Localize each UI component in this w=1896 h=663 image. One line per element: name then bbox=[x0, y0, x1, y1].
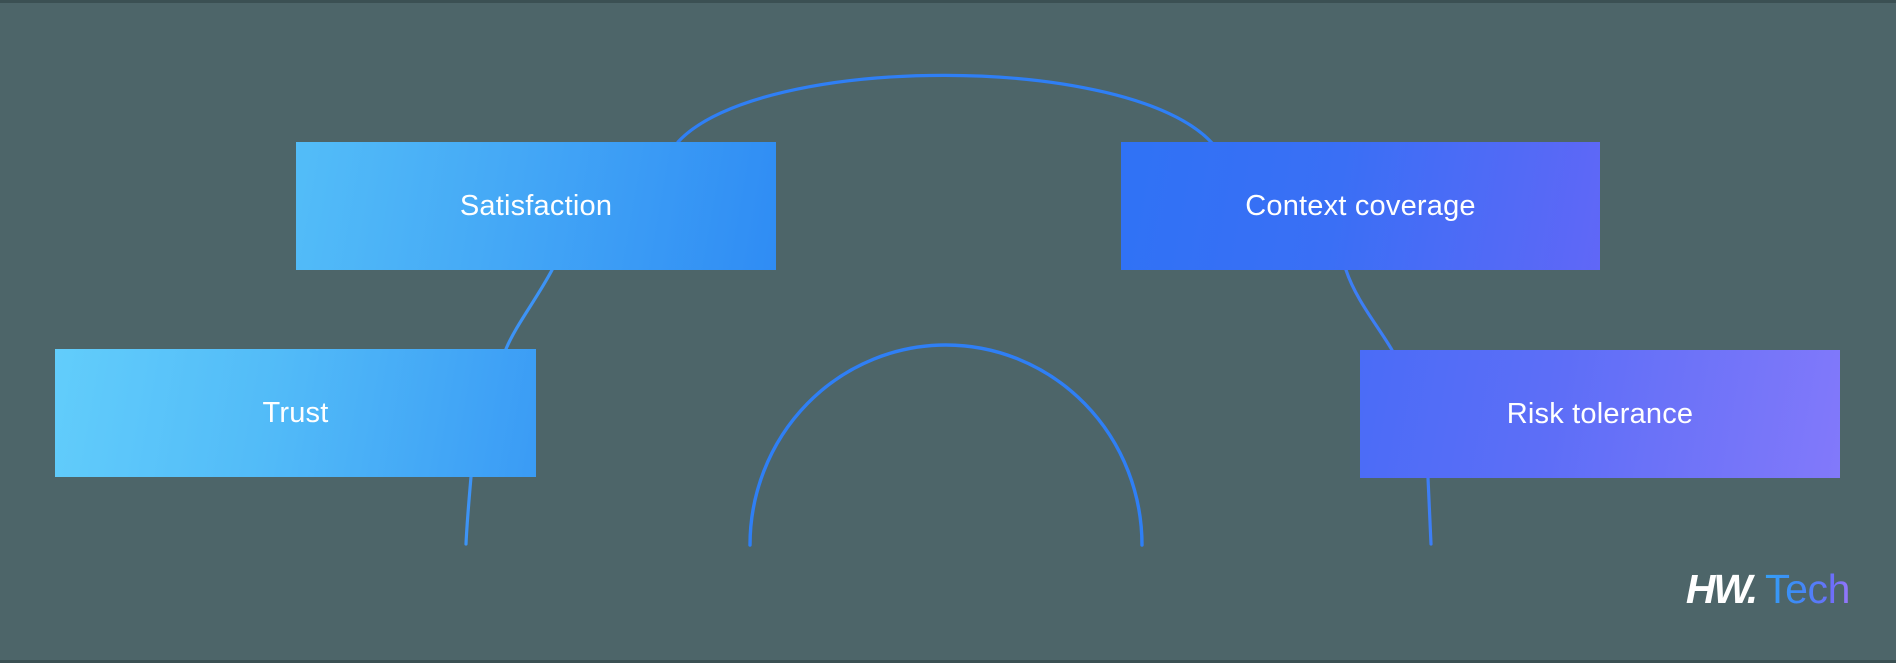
edge-satisfaction-trust bbox=[504, 268, 554, 351]
edge-risk-tolerance-down bbox=[1426, 476, 1433, 546]
brand-mark-text: HW. bbox=[1685, 566, 1758, 612]
node-satisfaction-label: Satisfaction bbox=[459, 189, 613, 222]
node-context-coverage-label: Context coverage bbox=[1245, 189, 1476, 222]
edge-trust-down bbox=[464, 475, 473, 546]
node-satisfaction[interactable]: Satisfaction bbox=[296, 142, 776, 270]
brand-word-text: Tech bbox=[1764, 566, 1850, 612]
node-context-coverage[interactable]: Context coverage bbox=[1121, 142, 1600, 270]
node-risk-tolerance[interactable]: Risk tolerance bbox=[1360, 350, 1840, 478]
node-trust[interactable]: Trust bbox=[55, 349, 536, 477]
edge-satisfaction-context-coverage bbox=[676, 73, 1214, 145]
edge-center-arc bbox=[748, 343, 1144, 547]
node-trust-label: Trust bbox=[262, 396, 329, 429]
edge-context-coverage-risk-tolerance bbox=[1344, 268, 1394, 352]
node-risk-tolerance-label: Risk tolerance bbox=[1506, 397, 1694, 430]
brand-logo: HW. Tech bbox=[1686, 569, 1850, 610]
